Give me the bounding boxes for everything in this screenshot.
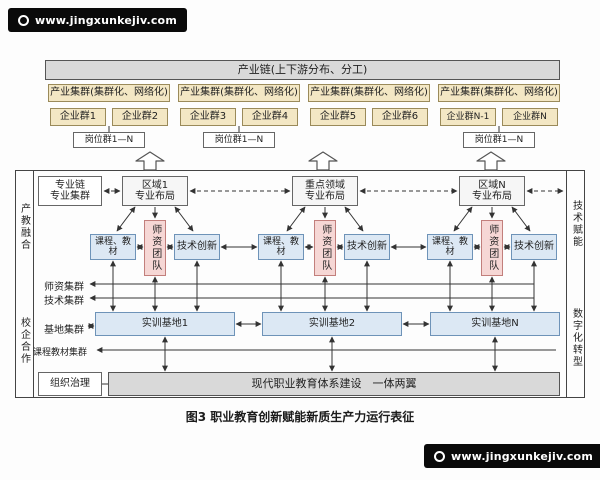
enterprise-group-3: 企业群3 <box>180 108 236 126</box>
left-strip-label-top: 产教融合 <box>18 203 30 251</box>
main-frame <box>15 170 585 398</box>
region-n-name: 区域N <box>478 179 506 191</box>
course-material-box-1: 课程、教材 <box>90 234 136 260</box>
label-course-material-cluster: 课程教材集群 <box>33 348 88 358</box>
post-group-2: 岗位群1—N <box>203 132 275 148</box>
teacher-team-box-1: 师资团队 <box>144 220 166 276</box>
post-group-n: 岗位群1—N <box>463 132 535 148</box>
teacher-team-1-label: 师资团队 <box>149 224 161 272</box>
left-strip-label-bottom: 校企合作 <box>18 317 30 365</box>
left-side-strip: 产教融合 校企合作 <box>15 170 34 398</box>
flow-up-arrow <box>476 151 506 171</box>
industry-cluster-2: 产业集群(集群化、网络化) <box>178 84 300 102</box>
enterprise-group-4: 企业群4 <box>242 108 298 126</box>
specialty-chain-box: 专业链 专业集群 <box>38 176 102 206</box>
governance-box: 组织治理 <box>38 372 102 396</box>
post-group-1: 岗位群1—N <box>73 132 145 148</box>
logo-icon <box>18 14 29 26</box>
region-box-1: 区域1 专业布局 <box>122 176 188 206</box>
modern-voced-system-bar: 现代职业教育体系建设 一体两翼 <box>108 372 560 396</box>
enterprise-group-5: 企业群5 <box>310 108 366 126</box>
region-n-sub: 专业布局 <box>472 191 512 202</box>
label-teacher-cluster: 师资集群 <box>44 282 84 293</box>
tech-innovation-box-1: 技术创新 <box>174 234 220 260</box>
tech-innovation-box-2: 技术创新 <box>344 234 390 260</box>
right-strip-label-top: 技术赋能 <box>570 200 582 248</box>
region-box-n: 区域N 专业布局 <box>459 176 525 206</box>
teacher-team-n-label: 师资团队 <box>486 224 498 272</box>
specialty-chain-line2: 专业集群 <box>50 191 90 202</box>
right-strip-label-bottom: 数字化转型 <box>570 308 582 368</box>
industry-cluster-1: 产业集群(集群化、网络化) <box>48 84 170 102</box>
course-material-box-2: 课程、教材 <box>258 234 304 260</box>
label-tech-cluster: 技术集群 <box>44 296 84 307</box>
enterprise-group-n1: 企业群N-1 <box>440 108 496 126</box>
label-base-cluster: 基地集群 <box>44 325 84 336</box>
region-1-sub: 专业布局 <box>135 191 175 202</box>
industry-cluster-4: 产业集群(集群化、网络化) <box>438 84 560 102</box>
watermark-badge-top: www.jingxunkejiv.com <box>8 8 187 32</box>
watermark-text-top: www.jingxunkejiv.com <box>35 13 177 27</box>
region-2-sub: 专业布局 <box>305 191 345 202</box>
flow-up-arrow <box>308 151 338 171</box>
training-base-box-2: 实训基地2 <box>262 312 402 336</box>
right-side-strip: 技术赋能 数字化转型 <box>566 170 585 398</box>
enterprise-group-n: 企业群N <box>502 108 558 126</box>
teacher-team-box-n: 师资团队 <box>481 220 503 276</box>
enterprise-group-2: 企业群2 <box>112 108 168 126</box>
enterprise-group-1: 企业群1 <box>50 108 106 126</box>
region-2-name: 重点领域 <box>305 179 345 191</box>
logo-icon <box>434 450 445 462</box>
tech-innovation-box-n: 技术创新 <box>511 234 557 260</box>
region-1-name: 区域1 <box>141 179 169 191</box>
industry-cluster-3: 产业集群(集群化、网络化) <box>308 84 430 102</box>
watermark-badge-bottom: www.jingxunkejiv.com <box>424 444 600 468</box>
training-base-box-n: 实训基地N <box>430 312 560 336</box>
flow-up-arrow <box>135 151 165 171</box>
figure-caption: 图3 职业教育创新赋能新质生产力运行表征 <box>185 410 415 424</box>
teacher-team-2-label: 师资团队 <box>319 224 331 272</box>
watermark-text-bottom: www.jingxunkejiv.com <box>451 449 593 463</box>
course-material-box-n: 课程、教材 <box>427 234 473 260</box>
enterprise-group-6: 企业群6 <box>372 108 428 126</box>
specialty-chain-line1: 专业链 <box>55 179 85 191</box>
training-base-box-1: 实训基地1 <box>95 312 235 336</box>
region-box-2: 重点领域 专业布局 <box>292 176 358 206</box>
industry-chain-bar: 产业链(上下游分布、分工) <box>45 60 560 80</box>
teacher-team-box-2: 师资团队 <box>314 220 336 276</box>
